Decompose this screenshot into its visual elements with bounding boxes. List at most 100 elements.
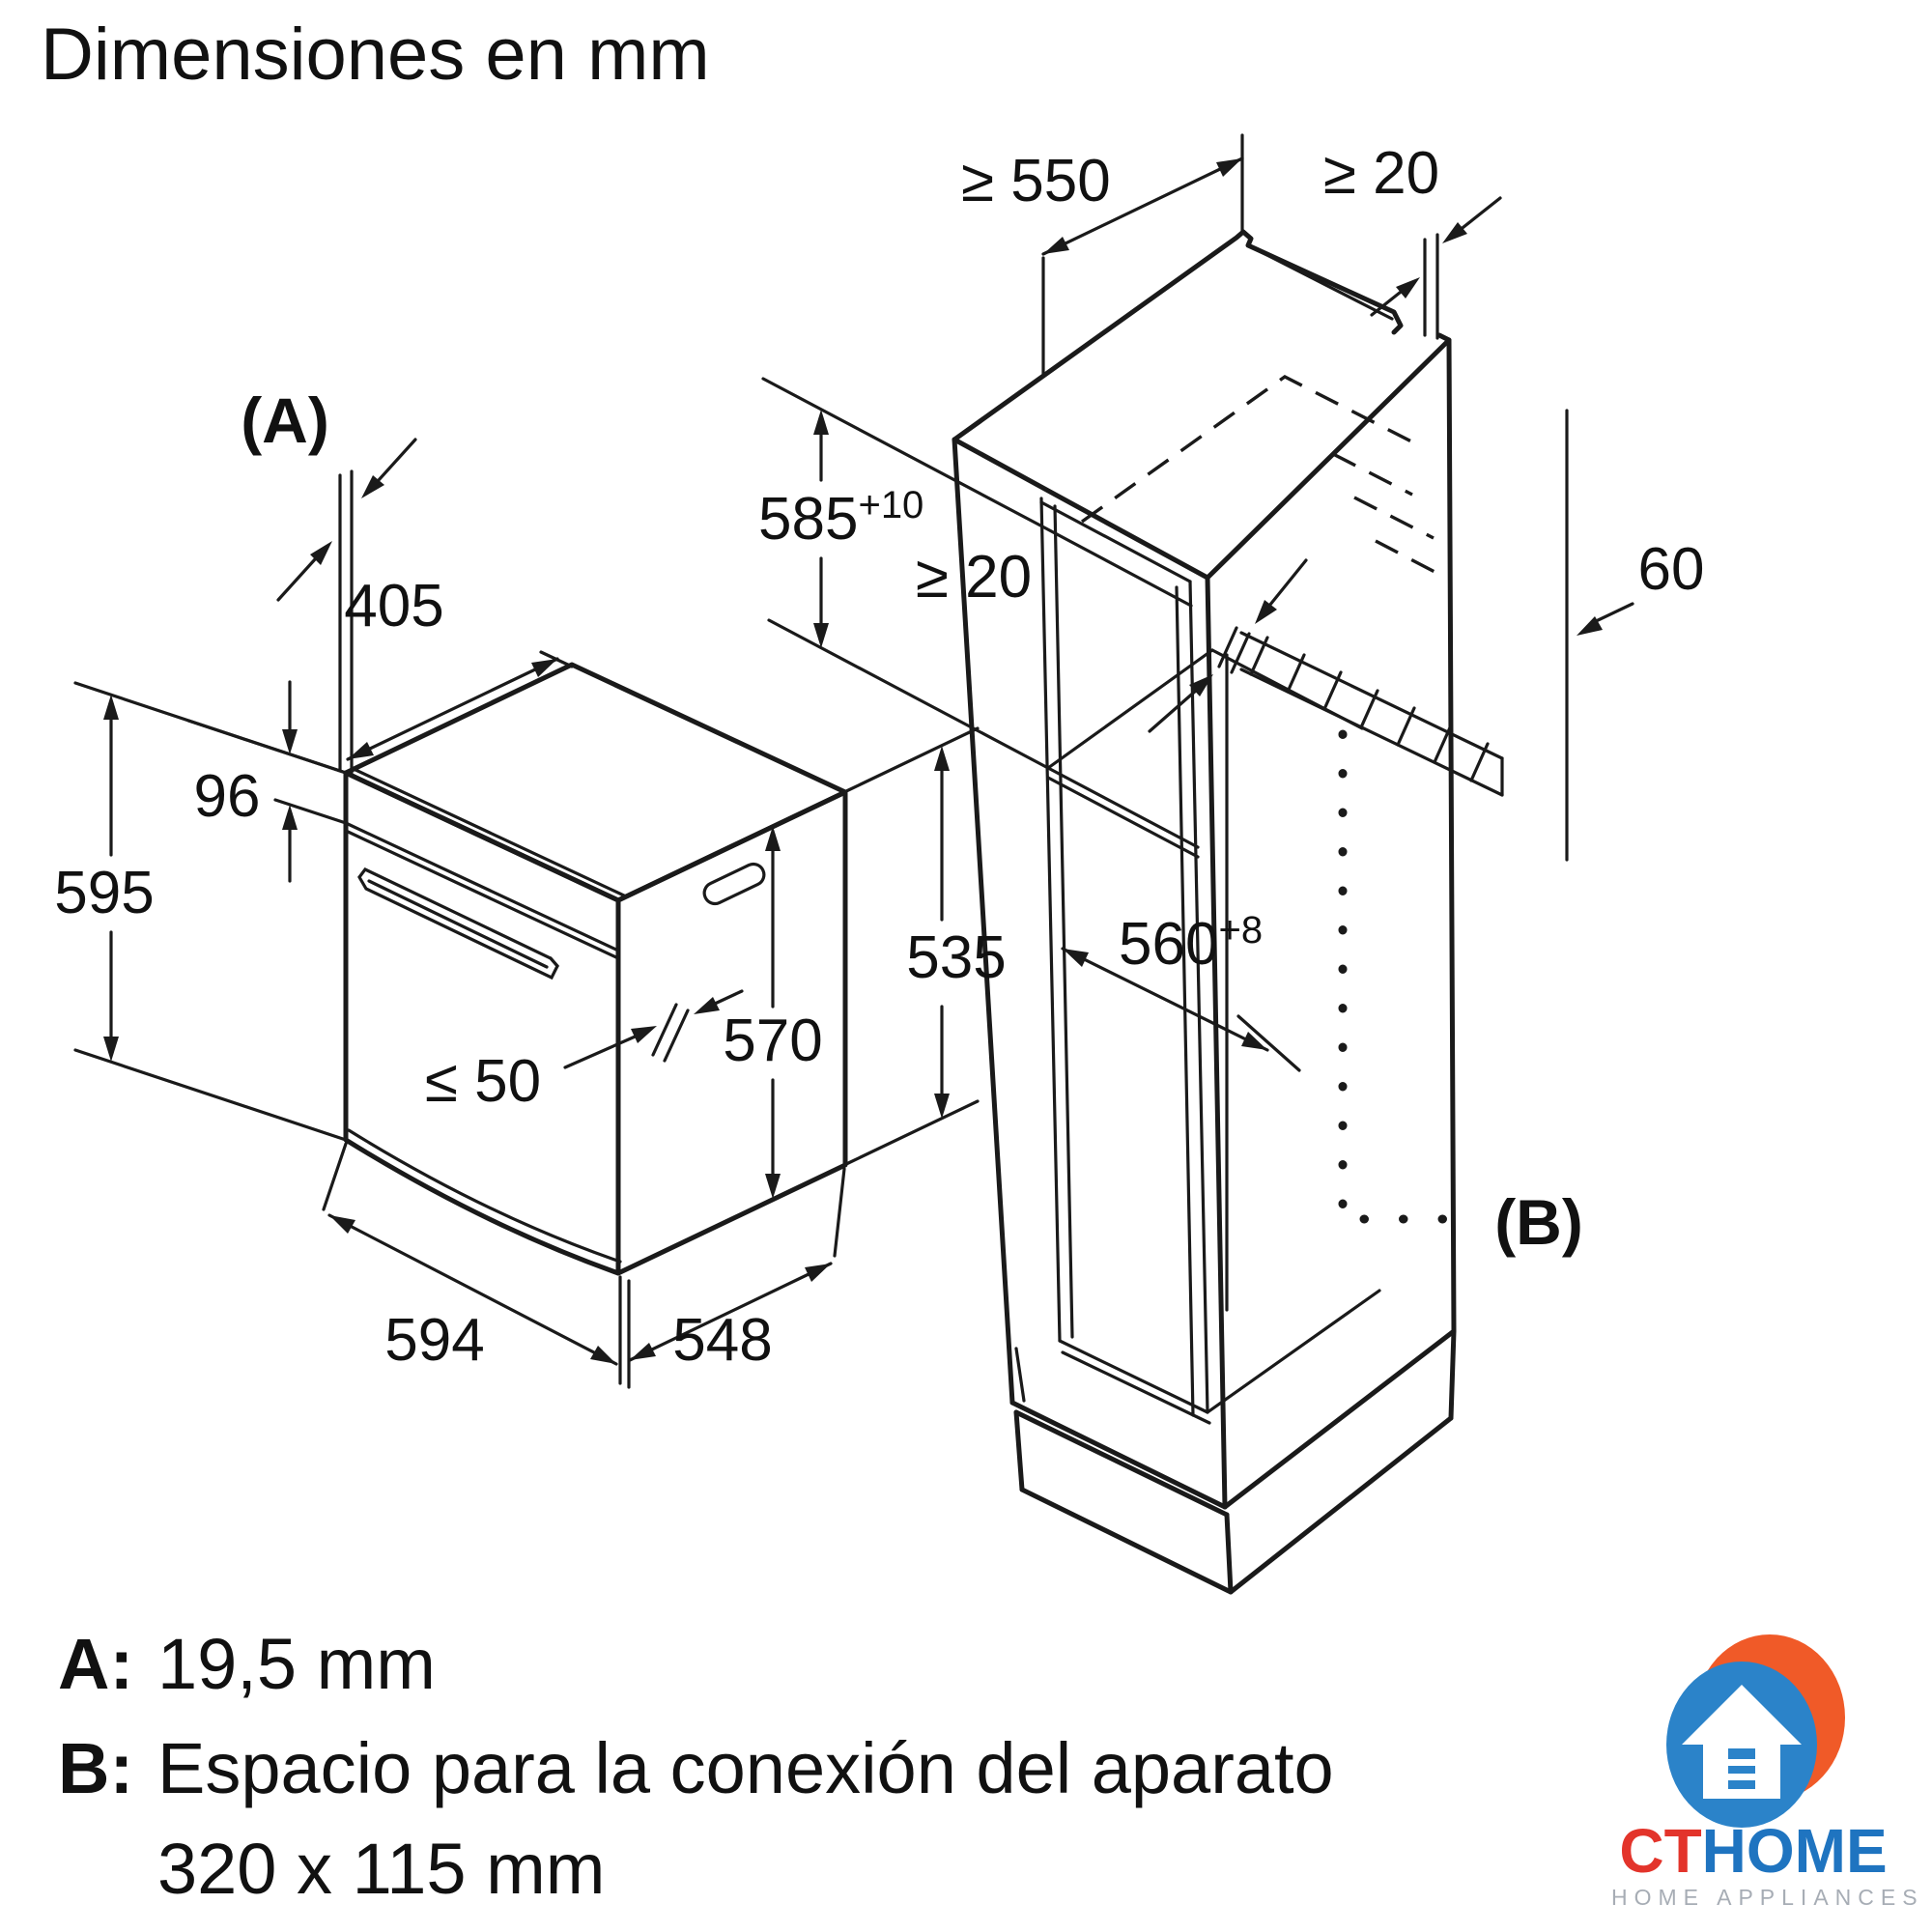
- cabinet-floor-front-edge-2: [1061, 1350, 1211, 1425]
- dim-le50-arrowhead-2: [694, 997, 720, 1014]
- dim-le50-arrow-line-1: [563, 1033, 641, 1069]
- cabinet-plinth-top-edge: [1013, 1409, 1230, 1518]
- dim-le50-arrow-line-2: [713, 989, 744, 1006]
- dim-595-arrowhead-bottom: [103, 1037, 119, 1062]
- oven-door-bottom-line: [347, 1128, 622, 1264]
- cabinet-shelf-front-edge-1: [1046, 766, 1200, 849]
- dim-96-arrowhead-bottom: [282, 805, 298, 830]
- dim-560-extension: [1236, 1014, 1301, 1072]
- cabinet-inner-right-edge-1: [1188, 580, 1209, 1414]
- dim-594-line: [327, 1213, 618, 1366]
- cabinet-hidden-niche-edges: [1081, 375, 1414, 524]
- oven-side-grip-slot: [702, 862, 766, 906]
- dim-595-arrowhead-top: [103, 695, 119, 720]
- dim-548-arrowhead-left: [630, 1343, 656, 1360]
- legend-b-value: Espacio para la conexión del aparato: [157, 1728, 1334, 1808]
- oven-dim-594-label: 594: [384, 1307, 484, 1374]
- dim-570-arrowhead-top: [765, 826, 781, 851]
- dim-20mid-arrow-line-2: [1264, 558, 1308, 612]
- cabinet-dim-60-label: 60: [1638, 536, 1705, 603]
- dim-550-arrowhead-right: [1216, 158, 1242, 177]
- cabinet-top-face-back: [952, 229, 1404, 442]
- dim-535-extension-bottom: [842, 1099, 980, 1167]
- cabinet-dim-20top-label: ≥ 20: [1323, 140, 1439, 207]
- oven-top-front-edge-inner: [352, 767, 628, 898]
- oven-front-face: [343, 770, 621, 1276]
- dim-535-extension-top: [842, 726, 980, 794]
- cabinet-inner-left-edge-2: [1053, 504, 1074, 1339]
- dim-405-arrowhead-left: [348, 742, 374, 759]
- dim-594-arrowhead-right: [590, 1346, 616, 1364]
- cabinet-front-bottom-edge: [1009, 1400, 1228, 1510]
- dim-le50-arrowhead-1: [631, 1026, 657, 1043]
- dim-60-arrow-line: [1590, 602, 1634, 625]
- cabinet-plinth-bottom-edge: [1019, 1487, 1234, 1595]
- cthome-logo-wordmark: CTHOME: [1619, 1816, 1887, 1886]
- dim-405-line: [346, 657, 559, 761]
- cabinet-plinth-depth-edge: [1228, 1415, 1454, 1595]
- cabinet-shelf-left-depth-edge: [1046, 648, 1214, 770]
- cabinet-plinth-back-edge: [1448, 1328, 1457, 1421]
- cabinet-top-face-front: [952, 332, 1452, 581]
- dim-96-arrowhead-top: [282, 729, 298, 754]
- dim-20top-arrowhead-2: [1396, 277, 1420, 298]
- cabinet-dim-560-label: 560+8: [1119, 909, 1263, 978]
- cabinet-back-right-edge: [1446, 337, 1457, 1334]
- cabinet-inner-top-edge-1: [1039, 500, 1192, 583]
- a-arrowhead-1: [361, 475, 384, 498]
- dim-585-arrowhead-top: [813, 410, 829, 435]
- cthome-logo-icon: [1666, 1634, 1845, 1828]
- logo-house-window: [1728, 1748, 1755, 1789]
- dim-20mid-arrowhead-2: [1255, 600, 1277, 624]
- cabinet-floor-front-edge-1: [1058, 1339, 1209, 1414]
- dim-550-line: [1041, 156, 1244, 256]
- cabinet-shelf-front-edge-2: [1046, 776, 1200, 859]
- dim-96-extension-bottom: [273, 798, 348, 825]
- oven-panel-line-1: [344, 821, 620, 952]
- oven-dim-le50-label: ≤ 50: [425, 1048, 541, 1115]
- dim-548-extension-right: [833, 1167, 846, 1258]
- cthome-logo: CTHOME HOME APPLIANCES: [1611, 1634, 1924, 1910]
- dim-595-extension-bottom: [73, 1048, 348, 1142]
- dim-594-arrowhead-left: [329, 1215, 355, 1234]
- oven-panel-line-2: [344, 829, 620, 960]
- cabinet-hidden-vent-2: [1353, 496, 1435, 540]
- cabinet-dim-535-label: 535: [906, 924, 1006, 991]
- legend-b-value-line2: 320 x 115 mm: [157, 1829, 605, 1909]
- dim-560-arrowhead-left: [1063, 949, 1089, 967]
- dim-548-line: [628, 1262, 833, 1362]
- cabinet-front-left-edge: [952, 437, 1015, 1406]
- dim-405-arrowhead-right: [531, 659, 557, 677]
- dim-535-arrowhead-bottom: [934, 1094, 950, 1119]
- dim-585-extension-top: [761, 377, 1044, 528]
- dim-585-arrowhead-bottom: [813, 623, 829, 648]
- cabinet-floor-depth-edge: [1206, 1289, 1381, 1414]
- legend-a-key: A:: [58, 1624, 133, 1704]
- oven-dim-405-label: 405: [344, 573, 443, 639]
- oven-dim-570-label: 570: [723, 1008, 822, 1074]
- oven-marker-a-label: (A): [241, 384, 329, 456]
- dim-560-arrowhead-right: [1241, 1032, 1267, 1050]
- logo-house-icon: [1682, 1685, 1802, 1799]
- oven-dim-548-label: 548: [672, 1307, 772, 1374]
- cabinet-dim-585-label: 585+10: [758, 484, 923, 553]
- oven-dim-96-label: 96: [194, 763, 261, 830]
- legend-a-value: 19,5 mm: [157, 1624, 436, 1704]
- cabinet-inner-right-edge-2: [1175, 585, 1195, 1417]
- dim-20mid-arrowhead-1: [1189, 674, 1213, 696]
- cabinet-hidden-vent-3: [1375, 539, 1439, 576]
- cabinet-bottom-right-edge: [1222, 1328, 1457, 1510]
- cabinet-inner-top-edge-2: [1040, 525, 1193, 608]
- dim-20mid-plane-mark-1: [1217, 626, 1238, 668]
- cabinet-dimensions: ≥ 550 ≥ 20 585+10 ≥ 20 60 560+: [758, 133, 1705, 1258]
- cabinet-inner-left-edge-1: [1039, 497, 1062, 1343]
- dim-60-arrowhead: [1577, 616, 1603, 636]
- dim-535-arrowhead-top: [934, 746, 950, 771]
- dim-595-extension-top: [73, 681, 348, 775]
- dim-le50-plane-mark-1: [651, 1003, 678, 1057]
- logo-house-window-slot-1: [1728, 1759, 1755, 1766]
- cthome-logo-tagline: HOME APPLIANCES: [1611, 1885, 1924, 1910]
- cabinet-marker-b-label: (B): [1494, 1186, 1583, 1258]
- dim-20mid-plane-mark-2: [1230, 632, 1251, 674]
